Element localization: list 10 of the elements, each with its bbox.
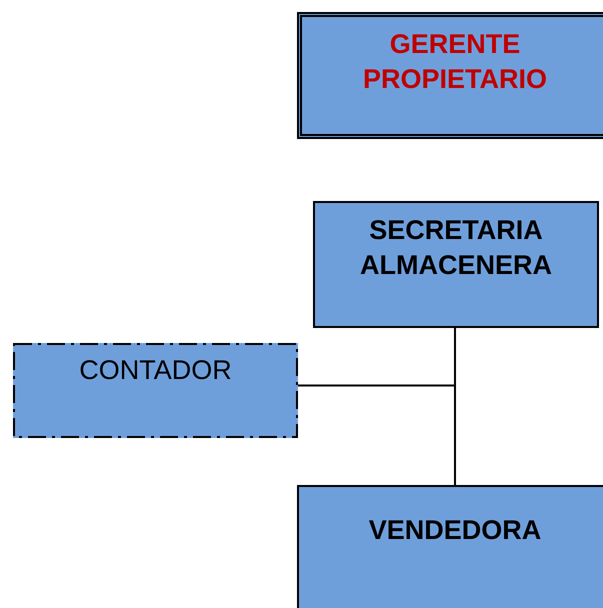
connector-line [454,328,456,485]
role-box [13,343,298,438]
role-title: GERENTE PROPIETARIO [362,28,548,96]
title-box [297,12,603,139]
connector-line [298,384,455,386]
role-box [313,201,599,328]
role-title: VENDEDORA [368,514,542,547]
role-box [297,485,603,608]
role-title: SECRETARIA ALMACENERA [359,214,553,282]
role-title: CONTADOR [78,354,233,387]
